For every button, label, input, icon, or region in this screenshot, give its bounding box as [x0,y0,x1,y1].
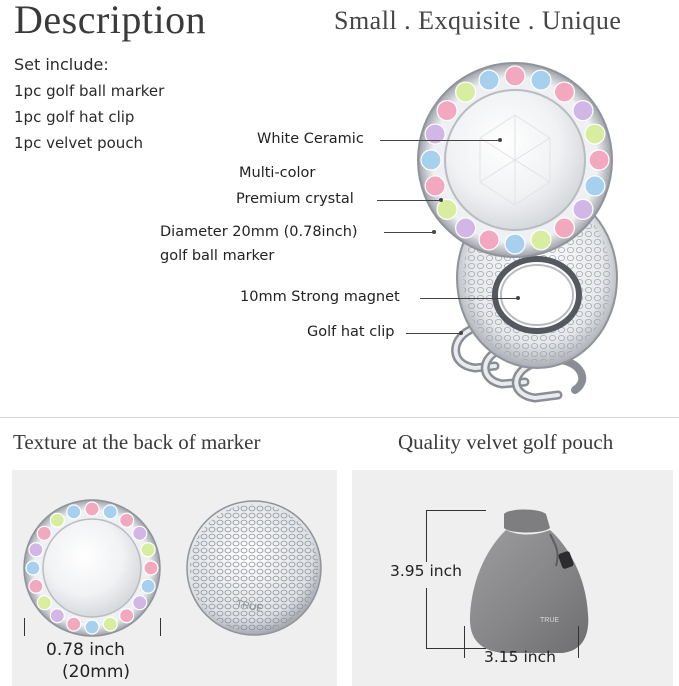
pouch-width: 3.15 inch [484,648,556,666]
crystal-gem [588,149,610,171]
dimension-bracket [464,626,465,658]
crystal-gem [572,198,594,220]
crystal-gem [455,81,477,103]
crystal-gem [140,542,156,558]
callout-crystal-line1: Multi-color [239,165,316,181]
pouch-section-title: Quality velvet golf pouch [398,430,614,454]
texture-section-title: Texture at the back of marker [13,430,261,454]
page-title: Description [14,0,207,42]
crystal-gem [140,578,156,594]
marker-back-image: TRUE [186,500,322,636]
leader-dot [516,296,520,300]
list-item: 1pc golf ball marker [14,82,165,100]
crystal-gem [584,123,606,145]
crystal-gem [553,217,575,239]
crystal-gem [132,525,148,541]
set-include-list: Set include: 1pc golf ball marker 1pc go… [14,52,164,156]
marker-diameter-mm: (20mm) [62,662,131,682]
crystal-gem [530,229,552,251]
crystal-gem [572,100,594,122]
crystal-gem [478,69,500,91]
crystal-gem [436,198,458,220]
callout-diameter-line2: golf ball marker [160,248,275,264]
crystal-gem [119,512,135,528]
list-item: 1pc golf hat clip [14,108,135,126]
crystal-gem [584,175,606,197]
crystal-gem [504,65,526,87]
crystal-gem [102,616,118,632]
leader-dot [439,198,443,202]
pouch-panel: TRUE 3.95 inch 3.15 inch [352,470,673,686]
callout-magnet: 10mm Strong magnet [240,289,400,305]
set-include-heading: Set include: [14,55,109,74]
marker-diameter-inch: 0.78 inch [46,640,125,660]
ball-marker-image [417,62,613,258]
crystal-gem [25,560,41,576]
dimension-bracket [426,648,486,649]
crystal-gem [420,149,442,171]
callout-hat-clip: Golf hat clip [307,324,395,340]
leader-dot [459,331,463,335]
crystal-gem [424,175,446,197]
dimension-bracket [426,510,486,511]
dimension-bracket [24,618,25,636]
leader-dot [432,230,436,234]
list-item: 1pc velvet pouch [14,134,144,152]
leader-dot [498,138,502,142]
crystal-gem [28,542,44,558]
pouch-height: 3.95 inch [390,562,462,580]
crystal-gem [84,501,100,517]
crystal-gem [66,616,82,632]
crystal-gem [49,608,65,624]
crystal-gem [84,619,100,635]
leader-line [380,140,500,141]
crystal-gem [66,504,82,520]
marker-front-image [23,499,161,637]
dimension-bracket [426,510,427,562]
crystal-gem [478,229,500,251]
dimension-bracket [160,618,161,636]
crystal-gem [553,81,575,103]
crystal-gem [36,595,52,611]
tagline: Small . Exquisite . Unique [334,6,622,35]
leader-line [406,333,460,334]
callout-white-ceramic: White Ceramic [257,131,364,147]
dimension-bracket [426,588,427,648]
crystal-gem [436,100,458,122]
crystal-gem [49,512,65,528]
crystal-gem [102,504,118,520]
velvet-pouch-image: TRUE [469,509,589,653]
crystal-gem [132,595,148,611]
crystal-gem [28,578,44,594]
crystal-gem [530,69,552,91]
crystal-gem [143,560,159,576]
callout-diameter-line1: Diameter 20mm (0.78inch) [160,224,358,240]
section-divider [0,417,679,418]
texture-panel: TRUE 0.78 inch (20mm) [12,470,337,686]
crystal-gem [424,123,446,145]
dimension-bracket [578,626,579,658]
pouch-logo: TRUE [540,617,559,624]
callout-crystal-line2: Premium crystal [236,191,354,207]
crystal-gem [455,217,477,239]
leader-line [377,200,441,201]
leader-line [420,298,518,299]
crystal-gem [36,525,52,541]
crystal-gem [504,233,526,255]
leader-line [384,232,432,233]
crystal-gem [119,608,135,624]
